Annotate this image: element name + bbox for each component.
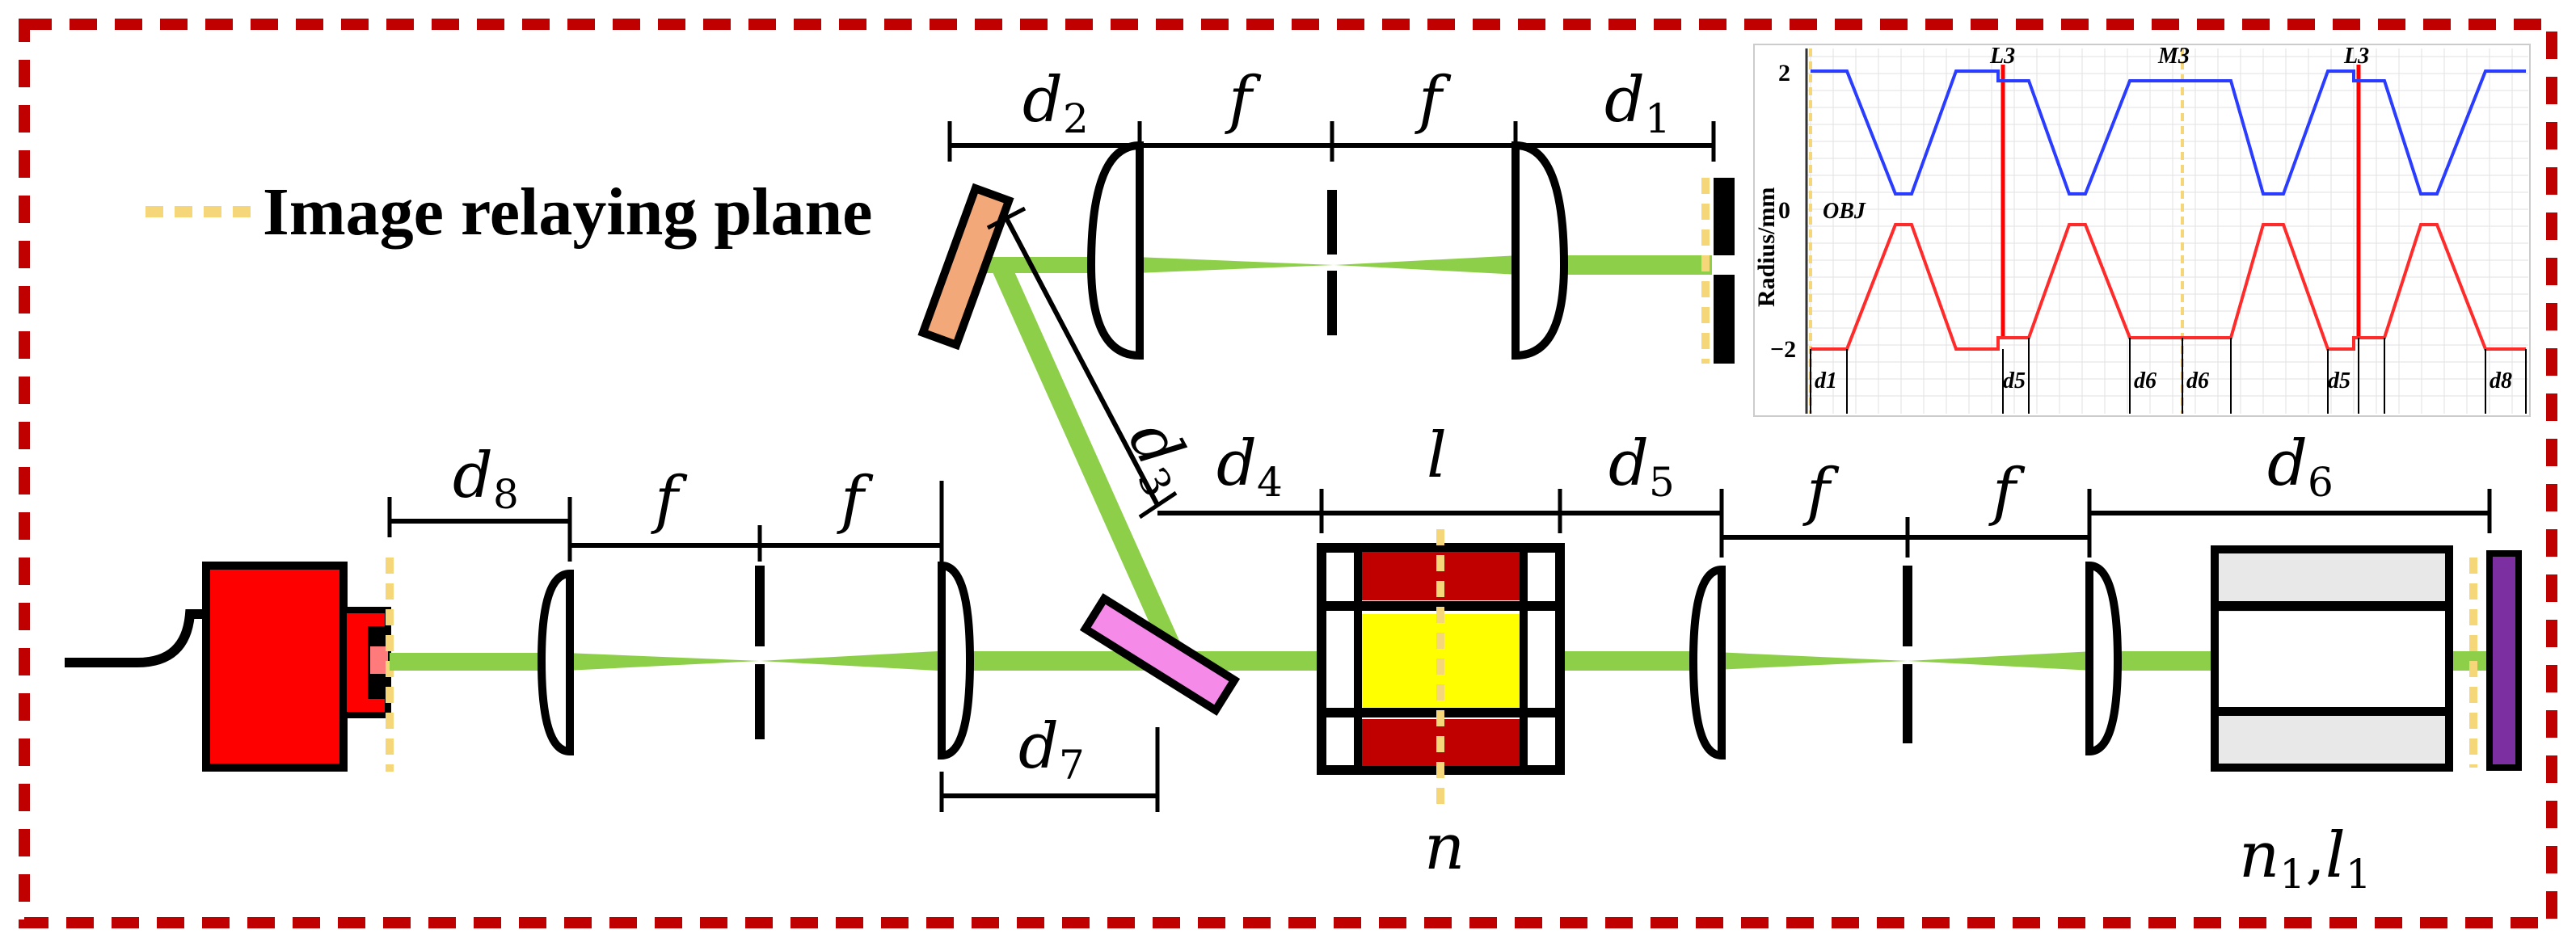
- inset-seg-d8: d8: [2490, 368, 2512, 393]
- inset-seg-d1: d1: [1815, 368, 1837, 393]
- inset-seg-d5-2: d5: [2328, 368, 2350, 393]
- bottom-lens-1: [537, 569, 574, 756]
- end-plate: [2486, 550, 2522, 771]
- bottom-lens-4: [2085, 561, 2123, 756]
- label-d7: d7: [1018, 710, 1085, 789]
- top-lens-1: [1086, 141, 1144, 360]
- label-f-bottom-2: f: [837, 464, 874, 537]
- bottom-lens-3: [1689, 565, 1726, 760]
- label-d1: d1: [1604, 64, 1671, 142]
- label-d4: d4: [1216, 427, 1283, 506]
- beam-bottom-2: [760, 651, 1326, 671]
- label-d6: d6: [2267, 427, 2334, 506]
- inset-seg-d5-1: d5: [2003, 368, 2026, 393]
- inset-plot: 2 0 −2 Radius/mm L3 M3 L3 OBJ d1 d5 d6 d…: [1753, 44, 2531, 417]
- beam-top-1: [982, 257, 1334, 273]
- beam-bottom-3: [1560, 651, 1908, 671]
- inset-blue-curve: [1811, 69, 2526, 196]
- camera-body: [202, 562, 348, 772]
- dim-d3: [1004, 217, 1160, 507]
- outer-border: [19, 19, 2557, 928]
- inset-annotation-m3: M3: [2157, 44, 2190, 69]
- inset-ylabel: Radius/mm: [1753, 187, 1780, 307]
- label-n1-l1: n1,l1: [2239, 819, 2372, 898]
- bottom-lens-2: [938, 561, 975, 760]
- inset-seg-d6-1: d6: [2134, 368, 2157, 393]
- legend-label: Image relaying plane: [263, 175, 872, 250]
- beam-bottom-1: [390, 653, 760, 671]
- label-f-bottom-1: f: [651, 464, 688, 537]
- beam-diagonal: [990, 263, 1180, 646]
- top-lens-2: [1511, 141, 1569, 360]
- label-f-top-1: f: [1225, 64, 1262, 137]
- inset-annotation-obj: OBJ: [1823, 199, 1866, 224]
- inset-annotation-l3-2: L3: [2343, 44, 2369, 69]
- label-f-bottom-3: f: [1802, 456, 1840, 528]
- label-f-top-2: f: [1414, 64, 1452, 137]
- label-d5: d5: [1608, 427, 1675, 506]
- inset-ytick-2: 2: [1778, 60, 1790, 86]
- inset-ytick-0: 0: [1778, 197, 1790, 224]
- label-l: l: [1427, 419, 1447, 492]
- label-n: n: [1424, 811, 1465, 884]
- label-d8: d8: [453, 440, 519, 518]
- inset-annotation-l3-1: L3: [1989, 44, 2015, 69]
- bottom-mirror: [1079, 593, 1241, 716]
- inset-seg-d6-2: d6: [2186, 368, 2209, 393]
- inset-grid: [1807, 48, 2528, 414]
- label-d2: d2: [1022, 64, 1089, 142]
- label-f-bottom-4: f: [1988, 456, 2026, 528]
- inset-ytick-neg2: −2: [1770, 336, 1796, 363]
- medium-cell: [2211, 545, 2453, 772]
- top-mirror: [917, 183, 1014, 351]
- inset-red-curve: [1811, 223, 2526, 351]
- camera-cable: [65, 609, 206, 667]
- label-d3: d3: [1109, 410, 1209, 505]
